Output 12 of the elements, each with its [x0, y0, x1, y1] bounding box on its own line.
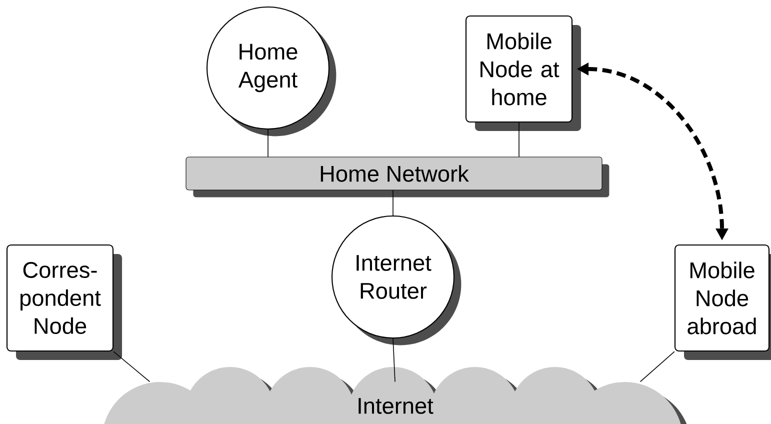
rounded-box: Corres- pondent Node: [6, 244, 122, 360]
connector-line: [640, 351, 675, 382]
connector-line: [392, 190, 394, 216]
network-bar: Home Network: [186, 156, 610, 198]
circle-node: Internet Router: [331, 215, 462, 346]
connector-line: [113, 351, 150, 382]
connector-line: [518, 122, 520, 158]
connector-line: [392, 338, 396, 382]
rounded-box: Mobile Node at home: [465, 15, 581, 131]
node-label: Internet: [358, 398, 434, 414]
rounded-box: Mobile Node abroad: [674, 244, 771, 360]
circle-node: Home Agent: [206, 6, 336, 136]
